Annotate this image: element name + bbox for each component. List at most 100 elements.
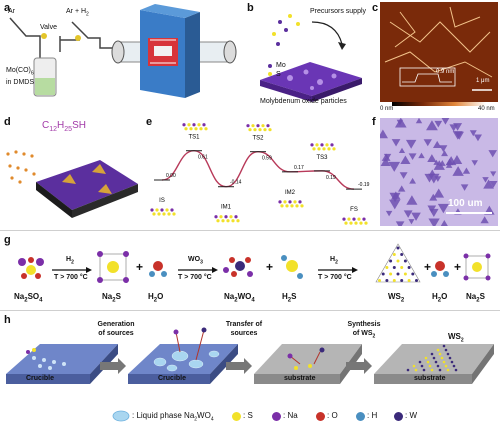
panel-g-arrow3-top: H2 xyxy=(330,256,338,266)
panel-f-flake xyxy=(429,193,438,201)
legend-na-label: : Na xyxy=(283,411,298,420)
panel-e-structure-im2 xyxy=(278,200,304,208)
panel-e-energy-profile: IS0.00TS10.61IM1-0.14TS20.59IM20.17TS30.… xyxy=(150,123,370,225)
panel-f-flake xyxy=(388,161,401,172)
panel-a-ar-h2-label: Ar + H2 xyxy=(66,8,89,18)
legend: : Liquid phase Na2WO4 : S : Na : O : H :… xyxy=(0,409,500,425)
panel-g-plus-4: + xyxy=(454,260,462,274)
panel-f-scale-label: 100 um xyxy=(448,198,483,209)
panel-f-flake xyxy=(427,154,437,162)
panel-g-arrow2-top: WO3 xyxy=(188,256,203,266)
panel-b-s-label: S xyxy=(276,71,281,78)
panel-a-precursor-label: Mo(CO)6 in DMDS xyxy=(6,67,35,87)
panel-g-species-h2s: H2S xyxy=(282,292,297,304)
panel-f-flake xyxy=(441,150,449,157)
panel-h-block3-label: substrate xyxy=(284,375,316,382)
panel-f-flake xyxy=(489,180,498,188)
panel-e-energy-value-im1: -0.14 xyxy=(230,180,242,186)
panel-f-flake xyxy=(405,139,417,149)
panel-f-flake xyxy=(411,212,421,221)
panel-e-energy-value-ts1: 0.61 xyxy=(198,155,208,161)
panel-f-flake xyxy=(400,155,411,165)
panel-a-ar-label: Ar xyxy=(8,8,15,15)
panel-f-flake xyxy=(488,150,498,158)
panel-f-flake xyxy=(469,130,477,137)
panel-f-flake xyxy=(398,185,406,192)
panel-c-label: c xyxy=(372,2,379,14)
panel-h-ws2-label: WS2 xyxy=(448,332,464,344)
panel-f-flake xyxy=(451,155,463,164)
panel-h-block1-label: Crucible xyxy=(26,375,55,382)
panel-g-arrow2-bottom: T > 700 °C xyxy=(178,274,212,281)
panel-f-flake xyxy=(432,140,442,149)
panel-c-colorbar-min: 0 nm xyxy=(380,106,394,112)
panel-f-scalebar xyxy=(446,212,492,214)
panel-e-structure-im1 xyxy=(214,215,240,223)
legend-liquid-label: : Liquid phase Na2WO4 xyxy=(132,411,214,423)
panel-f-flake xyxy=(433,160,445,170)
panel-a-valve-label: Valve xyxy=(40,24,57,31)
panel-f-flake xyxy=(406,195,418,205)
panel-e-structure-ts3 xyxy=(310,143,336,151)
panel-f-flake xyxy=(428,218,440,226)
panel-g-arrow1-bottom: T > 700 °C xyxy=(54,274,88,281)
panel-f-flake xyxy=(452,131,463,140)
panel-c-height-label: 0.9 nm xyxy=(436,69,455,75)
panel-f-flake xyxy=(441,118,450,125)
panel-e-state-label-ts2: TS2 xyxy=(252,136,264,142)
panel-f-flake xyxy=(490,171,497,177)
panel-e-structure-is xyxy=(150,208,176,216)
panel-e-energy-value-is: 0.00 xyxy=(166,173,176,179)
panel-f-flake xyxy=(403,210,413,218)
panel-f-triangles xyxy=(380,118,498,226)
panel-g-species-h2o-2: H2O xyxy=(432,292,448,304)
panel-f-flake xyxy=(471,160,478,166)
panel-h-label: h xyxy=(4,314,11,326)
panel-g-species-h2o: H2O xyxy=(148,292,164,304)
legend-s-label: : S xyxy=(243,411,253,420)
panel-f-flake xyxy=(482,177,489,183)
panel-g-label: g xyxy=(4,234,11,246)
legend-s-icon xyxy=(232,412,241,421)
panel-e-energy-value-im2: 0.17 xyxy=(294,165,304,171)
panel-b-caption: Molybdenum oxide particles xyxy=(260,98,347,105)
panel-g-species-na2so4: Na2SO4 xyxy=(14,292,43,304)
panel-f-flake xyxy=(389,199,401,210)
panel-g-plus-2: + xyxy=(266,260,274,274)
panel-e-state-label-fs: FS xyxy=(350,207,358,213)
panel-h-block4-label: substrate xyxy=(414,375,446,382)
panel-d-substrate-diagram xyxy=(6,150,138,218)
panel-d-molecule-label: C12H25SH xyxy=(42,120,86,133)
panel-f-flake xyxy=(426,120,438,131)
legend-liquid-icon xyxy=(112,410,130,422)
panel-e-state-label-ts3: TS3 xyxy=(316,155,328,161)
panel-f-label: f xyxy=(372,116,376,128)
panel-f-flake xyxy=(398,147,406,153)
legend-w-icon xyxy=(394,412,403,421)
panel-f-flake xyxy=(380,157,391,167)
panel-a-furnace-diagram xyxy=(9,4,237,98)
row-divider-1 xyxy=(0,230,500,231)
panel-c-colorbar-max: 40 nm xyxy=(478,106,495,112)
row-divider-2 xyxy=(0,310,500,311)
panel-g-ws2-lattice xyxy=(378,246,418,282)
panel-f-flake xyxy=(408,219,415,225)
panel-f-flake xyxy=(440,220,448,226)
panel-f-flake xyxy=(433,188,445,198)
panel-e-energy-value-ts2: 0.59 xyxy=(262,156,272,162)
legend-w-label: : W xyxy=(405,411,417,420)
panel-f-flake xyxy=(480,216,489,224)
legend-o-icon xyxy=(316,412,325,421)
panel-f-flake xyxy=(396,119,404,126)
panel-e-energy-value-ts3: 0.19 xyxy=(326,175,336,181)
panel-f-flake xyxy=(429,208,439,217)
panel-b-supply-label: Precursors supply xyxy=(310,8,367,15)
panel-g-reaction-scheme xyxy=(18,243,491,283)
panel-g-species-ws2: WS2 xyxy=(388,292,405,304)
panel-e-label: e xyxy=(146,116,153,128)
panel-e-energy-value-fs: -0.19 xyxy=(358,182,370,188)
panel-f-flake xyxy=(423,139,432,147)
panel-f-flake xyxy=(452,166,464,176)
panel-f-flake xyxy=(429,169,436,175)
panel-b-substrate-diagram xyxy=(260,14,362,102)
